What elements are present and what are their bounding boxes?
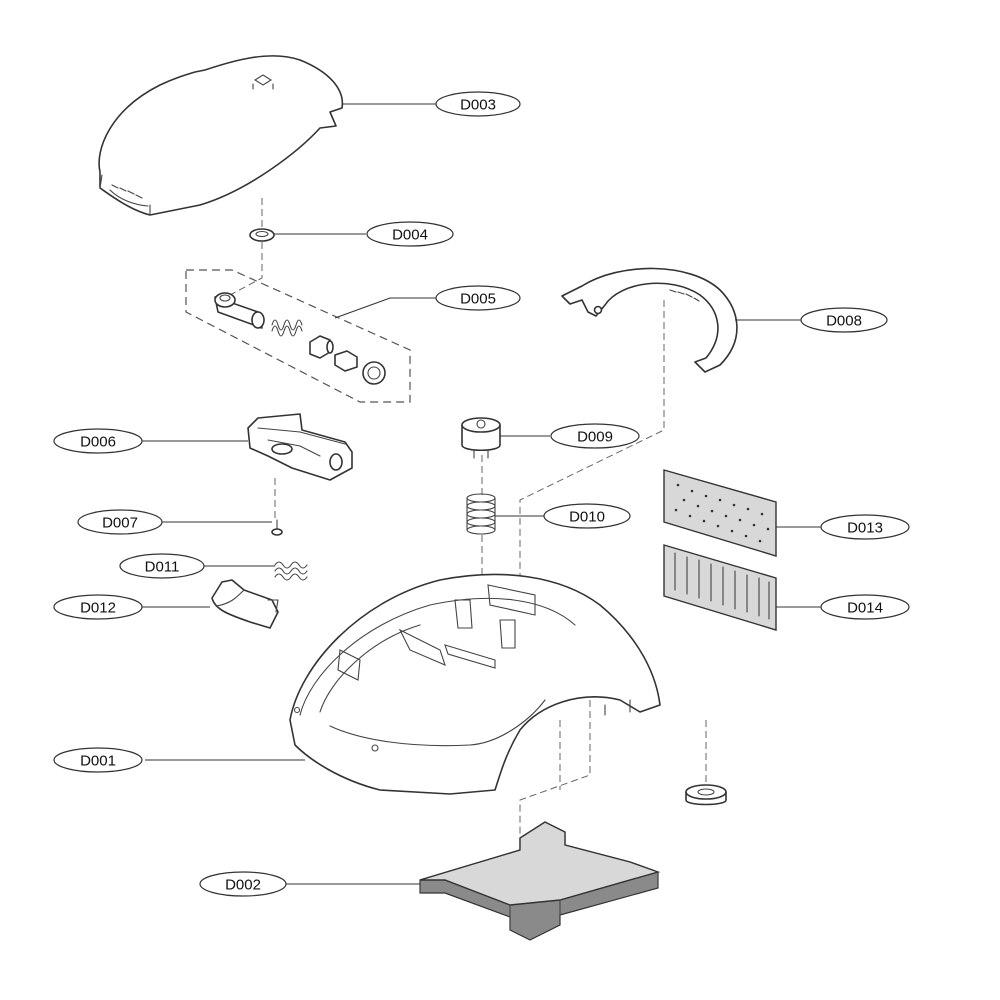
part-d011-spring	[274, 561, 308, 581]
part-d014-grille	[663, 544, 777, 631]
part-d007-screw	[271, 519, 283, 536]
part-d005-valve-assembly	[185, 269, 411, 403]
part-d009-button-cap	[461, 417, 501, 459]
callout-label: D008	[826, 313, 862, 330]
callout-d008: D008	[800, 307, 888, 333]
callout-d014: D014	[820, 594, 910, 620]
part-d003-top-cover	[98, 55, 344, 216]
part-d002-base-plate	[419, 821, 661, 941]
callout-d003: D003	[435, 91, 521, 117]
callout-label: D002	[225, 877, 261, 894]
callout-label: D005	[460, 291, 496, 308]
callout-label: D011	[145, 559, 180, 576]
callout-d011: D011	[119, 553, 205, 579]
part-d012-latch	[211, 579, 279, 629]
callout-d005: D005	[435, 285, 521, 311]
part-d001-main-body	[289, 573, 661, 795]
callout-label: D012	[80, 600, 116, 617]
callout-d002: D002	[199, 871, 287, 897]
callout-label: D010	[569, 509, 605, 526]
callout-label: D003	[460, 97, 496, 114]
callout-d013: D013	[820, 514, 910, 540]
callout-label: D013	[847, 520, 883, 537]
callout-d012: D012	[53, 594, 143, 620]
callout-label: D014	[847, 600, 883, 617]
callout-d009: D009	[550, 423, 640, 449]
part-rubber-foot	[685, 784, 727, 806]
callout-d001: D001	[53, 747, 143, 773]
assembly-guide-lines	[227, 198, 707, 860]
callout-d010: D010	[543, 503, 631, 529]
callout-d006: D006	[53, 428, 143, 454]
callout-d007: D007	[77, 509, 163, 535]
part-d010-spring	[466, 493, 496, 535]
callout-label: D007	[102, 515, 138, 532]
part-d004-washer	[249, 228, 275, 242]
part-d008-handle-arc	[561, 267, 738, 373]
part-d006-bracket	[247, 413, 353, 481]
part-d013-filter	[663, 469, 777, 557]
callout-label: D006	[80, 434, 116, 451]
leader-lines	[142, 103, 821, 885]
callout-label: D001	[80, 753, 116, 770]
callout-label: D004	[392, 227, 428, 244]
callout-label: D009	[577, 429, 613, 446]
callout-d004: D004	[366, 221, 454, 247]
